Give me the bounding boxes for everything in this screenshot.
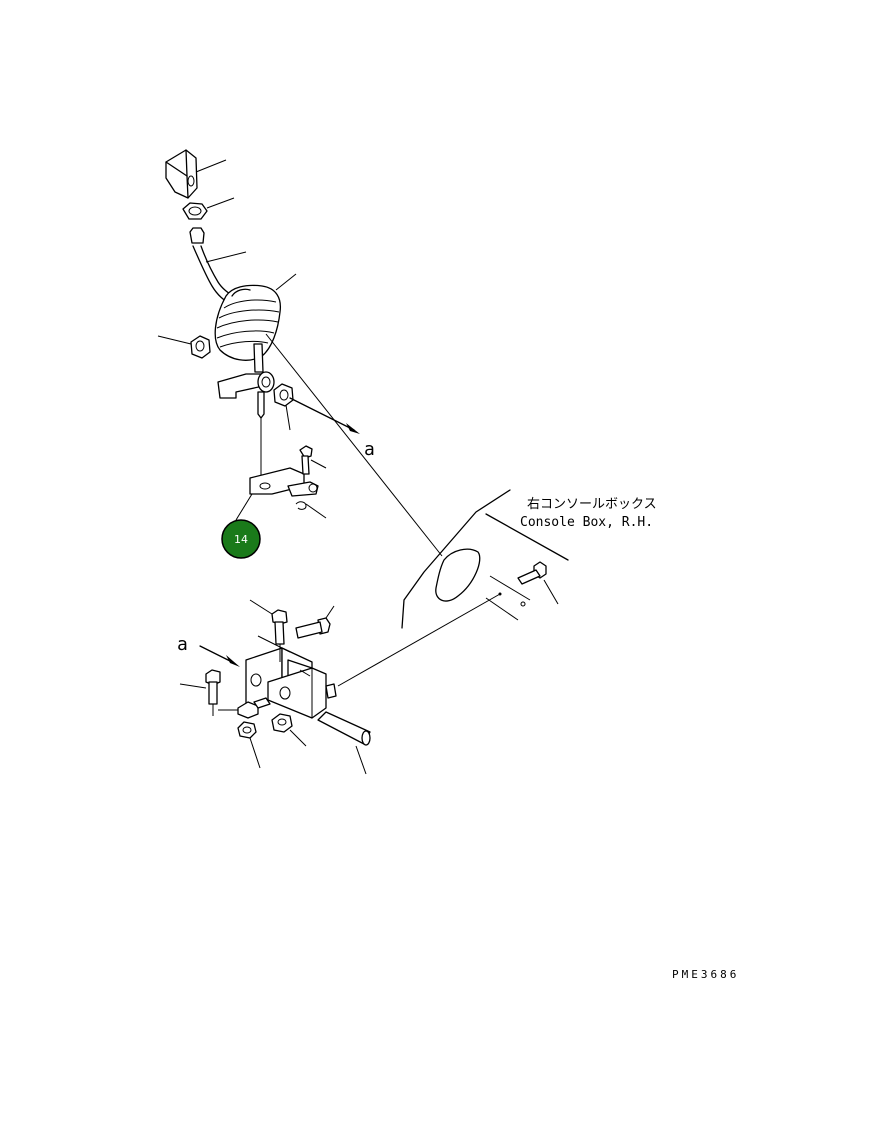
bracket-small-parts[interactable] — [218, 697, 271, 719]
lever-shaft[interactable] — [217, 343, 275, 478]
callout-number: 14 — [234, 533, 248, 546]
plate-pin[interactable] — [287, 481, 327, 519]
console-box-label-jp: 右コンソールボックス — [527, 497, 657, 512]
callout-14[interactable]: 14 — [221, 519, 261, 559]
bracket-bolt-side[interactable] — [295, 605, 335, 639]
console-bolt[interactable] — [517, 561, 559, 605]
mount-bracket[interactable] — [245, 635, 327, 719]
assembly-lines — [265, 333, 501, 687]
drawing-code: PME3686 — [672, 968, 739, 981]
plate-bolt[interactable] — [299, 445, 327, 475]
bracket-pin[interactable] — [317, 711, 371, 775]
bracket-bolt-left[interactable] — [179, 669, 221, 716]
view-arrow-top: a — [289, 397, 375, 460]
lever-boot[interactable] — [214, 273, 297, 361]
view-label-a-top: a — [364, 439, 375, 460]
bracket-clamp-bolt[interactable] — [299, 669, 337, 699]
view-label-a-bottom: a — [177, 634, 188, 655]
bushing-right[interactable] — [273, 383, 294, 431]
bracket-bolt-top[interactable] — [249, 599, 288, 662]
bushing-left[interactable] — [157, 335, 211, 359]
bracket-nut-left[interactable] — [237, 721, 261, 769]
lever-knob[interactable] — [165, 149, 227, 199]
bracket-nut-right[interactable] — [271, 713, 307, 747]
console-box-label-en: Console Box, R.H. — [520, 515, 653, 530]
view-arrow-bottom: a — [177, 634, 240, 667]
console-box — [401, 489, 569, 629]
knob-nut[interactable] — [182, 197, 235, 220]
